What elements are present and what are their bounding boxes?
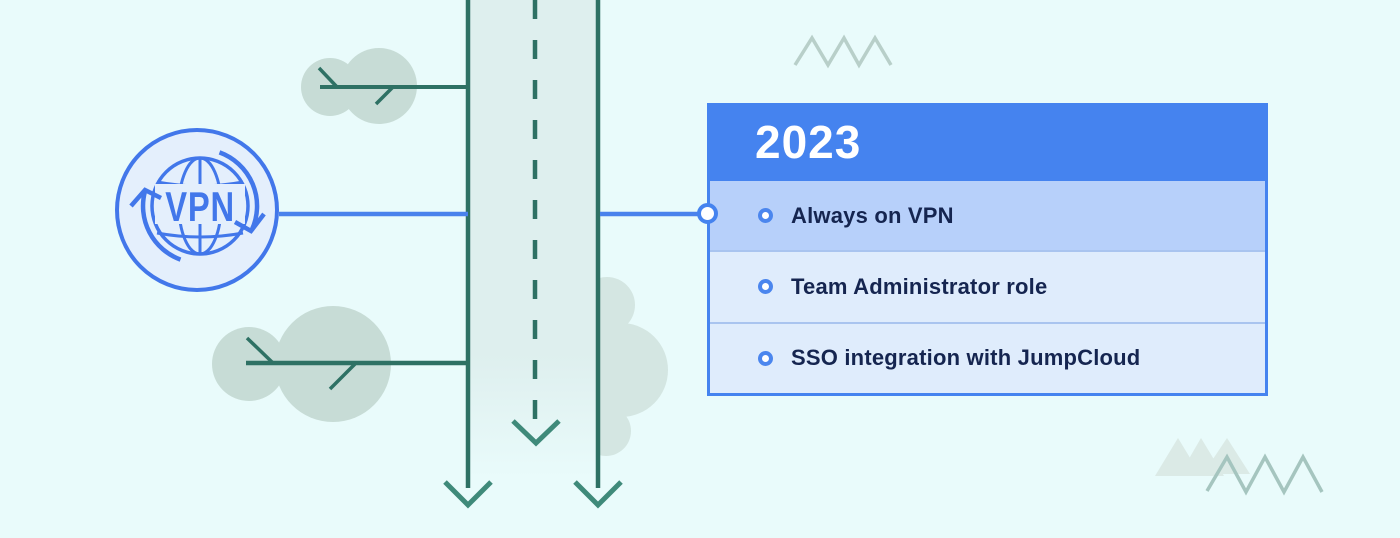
road-left-arrow-line xyxy=(443,0,493,509)
year-card: 2023 Always on VPN Team Administrator ro… xyxy=(707,103,1268,396)
feature-label: SSO integration with JumpCloud xyxy=(791,345,1141,371)
feature-row-team-administrator: Team Administrator role xyxy=(710,250,1265,322)
feature-list: Always on VPN Team Administrator role SS… xyxy=(710,181,1265,393)
zigzag-top-icon xyxy=(793,34,893,69)
ring-bullet-icon xyxy=(758,208,773,224)
road-band xyxy=(470,0,598,478)
connector-dot-icon xyxy=(697,203,718,224)
tree-branch-bottom-icon xyxy=(245,336,467,391)
feature-row-sso-integration: SSO integration with JumpCloud xyxy=(710,321,1265,393)
road-dashed-center-line xyxy=(511,0,561,447)
zigzag-bottom-icon xyxy=(1205,453,1324,496)
vpn-globe-icon: VPN xyxy=(115,128,279,292)
feature-label: Always on VPN xyxy=(791,202,954,228)
feature-row-always-on-vpn: Always on VPN xyxy=(710,181,1265,251)
year-label: 2023 xyxy=(755,116,862,168)
tree-branch-top-icon xyxy=(317,66,467,106)
road-right-arrow-line xyxy=(573,0,623,509)
feature-label: Team Administrator role xyxy=(791,273,1048,299)
ring-bullet-icon xyxy=(758,350,773,366)
year-header: 2023 xyxy=(710,103,1265,181)
vpn-badge-label: VPN xyxy=(165,183,235,230)
cloud-icon xyxy=(599,277,668,456)
ring-bullet-icon xyxy=(758,279,773,295)
